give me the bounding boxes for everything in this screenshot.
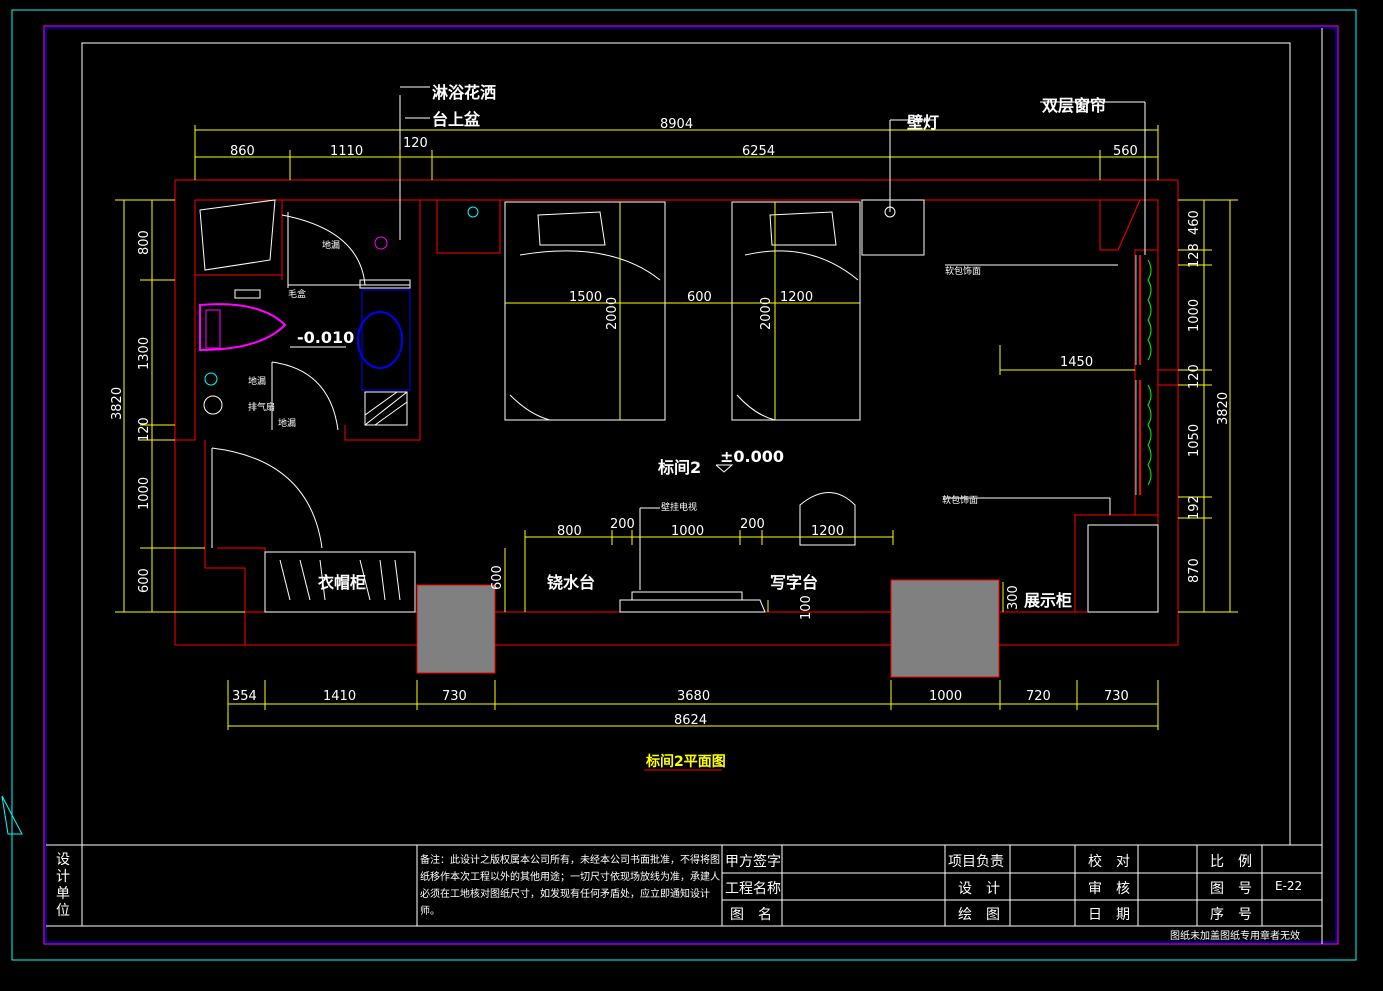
tb-drafting: 绘 图	[958, 907, 1000, 923]
furniture	[264, 492, 856, 613]
label-floor-drain-2: 地漏	[248, 375, 266, 387]
title-block-note-text: 备注：此设计之版权属本公司所有，未经本公司书面批准，不得将图纸移作本次工程以外的…	[420, 855, 720, 917]
bathroom-fixtures	[199, 86, 430, 549]
title-block-note: 备注：此设计之版权属本公司所有，未经本公司书面批准，不得将图纸移作本次工程以外的…	[420, 855, 720, 917]
level-marker-icon	[715, 464, 734, 473]
tb-drawing-no-value: E-22	[1275, 879, 1302, 893]
dim-bed1-width: 1500	[569, 290, 602, 305]
tb-drawing-name: 图 名	[730, 907, 772, 923]
dimension-lines	[115, 125, 1238, 730]
dim-right-3: 1000	[1187, 299, 1202, 332]
dim-bottom-3: 730	[442, 689, 467, 704]
dim-top-3: 120	[403, 136, 428, 151]
design-unit-char-4: 位	[56, 903, 70, 919]
dim-desk-1: 800	[557, 524, 582, 539]
dim-right-7: 870	[1187, 558, 1202, 583]
label-floor-drain-3: 地漏	[278, 417, 296, 429]
dim-right-1: 460	[1187, 210, 1202, 235]
design-unit-label: 设 计 单 位	[56, 852, 70, 919]
drawing-title: 标间2平面图	[645, 753, 726, 770]
tb-scale: 比 例	[1210, 854, 1252, 870]
dim-right-2: 128	[1187, 243, 1202, 268]
dim-bottom-2: 1410	[323, 689, 356, 704]
dim-1450: 1450	[1060, 355, 1093, 370]
dim-top-4: 6254	[742, 144, 775, 159]
callout-shower: 淋浴花洒	[432, 83, 496, 102]
dim-top-total: 8904	[660, 117, 693, 132]
dim-desk-5: 1200	[811, 524, 844, 539]
tb-check: 校 对	[1088, 853, 1130, 870]
dim-desk-h1: 600	[490, 565, 505, 590]
dim-desk-h3: 300	[1006, 585, 1021, 610]
dim-bottom-7: 730	[1104, 689, 1129, 704]
dim-left-4: 1000	[137, 477, 152, 510]
dim-right-4: 120	[1187, 364, 1202, 389]
tb-date: 日 期	[1088, 907, 1130, 923]
dim-bottom-6: 720	[1026, 689, 1051, 704]
label-soft-pack-1: 软包饰面	[945, 265, 981, 277]
dim-right-6: 192	[1187, 495, 1202, 520]
leader-lines	[889, 101, 1146, 515]
lamp-icon	[467, 206, 479, 218]
dim-bottom-5: 1000	[929, 689, 962, 704]
dim-desk-2: 200	[610, 517, 635, 532]
dim-bed1-length: 2000	[605, 297, 620, 330]
tb-serial: 序 号	[1210, 907, 1252, 923]
label-towel: 毛盒	[288, 288, 306, 300]
dim-desk-h2: 100	[799, 595, 814, 620]
dim-right-5: 1050	[1187, 424, 1202, 457]
dim-left-5: 600	[137, 568, 152, 593]
dim-top-1: 860	[230, 144, 255, 159]
dim-bed2-length: 2000	[759, 297, 774, 330]
dim-bottom-1: 354	[232, 689, 257, 704]
callout-basin-top: 台上盆	[432, 110, 481, 129]
callout-double-curtain: 双层窗帘	[1042, 96, 1106, 115]
dim-left-1: 800	[137, 230, 152, 255]
dim-top-2: 1110	[330, 144, 363, 159]
room-name: 标间2	[657, 458, 701, 477]
design-unit-char-1: 设	[56, 852, 70, 868]
tb-stamp-note: 图纸未加盖图纸专用章者无效	[1170, 929, 1300, 942]
tb-client-sign: 甲方签字	[725, 853, 781, 870]
bath-level: -0.010	[297, 328, 354, 347]
title-block-grid	[46, 844, 1322, 927]
dim-top-5: 560	[1113, 144, 1138, 159]
dim-bottom-total: 8624	[674, 713, 707, 728]
callout-wall-lamp: 壁灯	[907, 113, 939, 132]
dim-bottom-4: 3680	[677, 689, 710, 704]
dim-bed-gap: 600	[687, 290, 712, 305]
tb-project-lead: 项目负责	[948, 854, 1004, 870]
room-level: ±0.000	[720, 447, 784, 466]
dim-left-total: 3820	[110, 387, 125, 420]
dim-desk-4: 200	[740, 517, 765, 532]
label-desk: 写字台	[770, 573, 818, 592]
dim-left-2: 1300	[137, 337, 152, 370]
design-unit-char-3: 单	[56, 886, 70, 902]
ucs-icon	[1, 795, 23, 835]
label-counter: 铙水台	[547, 573, 595, 592]
label-soft-pack-2: 软包饰面	[942, 494, 978, 506]
tb-project-name: 工程名称	[725, 881, 781, 897]
curtain	[1135, 255, 1152, 495]
dim-right-total: 3820	[1216, 392, 1231, 425]
tb-review: 审 核	[1088, 881, 1130, 897]
structural-column-1	[416, 584, 496, 674]
tb-drawing-no: 图 号	[1210, 881, 1252, 897]
dim-left-3: 120	[137, 417, 152, 442]
label-wardrobe: 衣帽柜	[318, 573, 366, 592]
label-tv: 壁挂电视	[661, 501, 697, 513]
design-unit-char-2: 计	[56, 869, 70, 885]
tb-design: 设 计	[958, 881, 1000, 897]
dim-desk-3: 1000	[671, 524, 704, 539]
dim-bed2-width: 1200	[780, 290, 813, 305]
beds	[504, 201, 861, 421]
structural-column-2	[890, 579, 1000, 678]
label-floor-drain-1: 地漏	[322, 239, 340, 251]
label-exhaust: 排气扇	[248, 401, 275, 413]
label-display: 展示柜	[1024, 591, 1072, 610]
